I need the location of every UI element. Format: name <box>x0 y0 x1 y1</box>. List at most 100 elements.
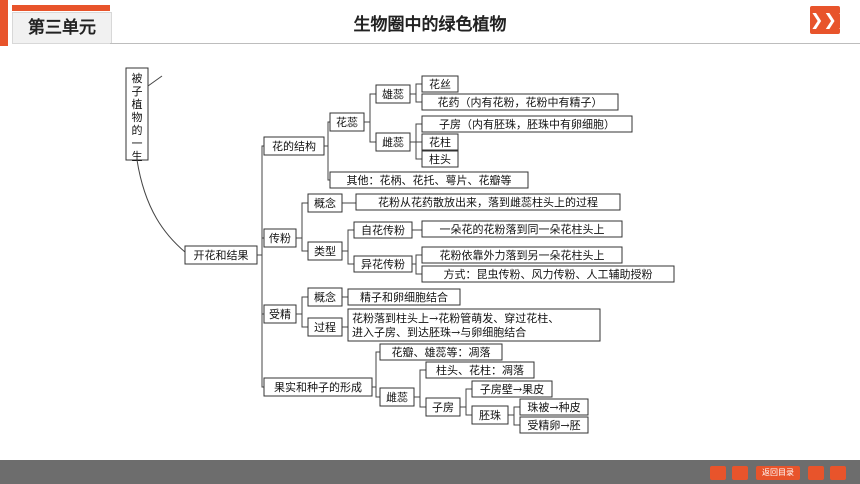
link-pistil-stigma <box>415 142 422 160</box>
side-note-tick <box>147 75 163 87</box>
node-self-poll-text-label: 一朵花的花粉落到同一朵花柱头上 <box>440 222 605 236</box>
node-cross-poll-way-label: 方式：昆虫传粉、风力传粉、人工辅助授粉 <box>444 267 653 281</box>
node-fertilization-label: 受精 <box>269 308 291 321</box>
node-filament-label: 花丝 <box>429 78 451 91</box>
link-structure-core <box>324 121 330 147</box>
link-type-self <box>342 229 354 252</box>
node-ovary-note-label: 子房（内有胚珠，胚珠中有卵细胞） <box>439 117 615 131</box>
link-type-cross <box>347 251 354 265</box>
node-fruit-seed-label: 果实和种子的形成 <box>274 380 362 394</box>
node-self-poll-text <box>421 220 623 238</box>
node-others <box>329 171 529 189</box>
node-fs-ovary-label: 子房 <box>432 401 454 414</box>
node-ovary-wall <box>471 380 553 398</box>
node-flower-structure-label: 花的结构 <box>272 139 316 153</box>
side-note-char: 子 <box>132 85 143 98</box>
link-ovary-ovule <box>465 407 472 416</box>
link-ovary-wall <box>460 388 472 408</box>
accent-bar <box>0 0 8 46</box>
node-fert-process-text <box>347 308 601 342</box>
node-fert-concept-text-label: 精子和卵细胞结合 <box>360 290 448 304</box>
node-fert-process-line1: 花粉落到柱头上→花粉管萌发、穿过花柱、 <box>352 311 559 325</box>
node-integument <box>519 398 589 416</box>
link-root-pollination <box>261 237 264 255</box>
link-core-pistil <box>369 122 376 143</box>
node-root-label: 开花和结果 <box>194 249 249 262</box>
node-self-poll-label: 自花传粉 <box>361 224 405 237</box>
node-cross-poll-way <box>421 265 675 283</box>
link-stamen-anther <box>415 94 422 103</box>
back-to-toc-button[interactable]: 返回目录 <box>756 466 800 480</box>
node-wither1 <box>379 343 503 361</box>
side-note-text: 被子植物的一生 <box>132 72 143 163</box>
top-bar <box>0 0 860 46</box>
node-pollination-label: 传粉 <box>269 232 291 245</box>
node-fert-process-label: 过程 <box>314 321 336 334</box>
link-stamen-filament <box>410 83 422 95</box>
link-pistil-ovary2 <box>419 397 426 408</box>
link-structure-others <box>327 146 330 181</box>
link-fruit-wither <box>372 351 380 388</box>
node-pistil-label: 雌蕊 <box>382 135 404 149</box>
side-note-char: 一 <box>132 137 143 150</box>
prev-page-button[interactable] <box>732 466 748 480</box>
node-integument-label: 珠被→种皮 <box>527 400 580 414</box>
link-poll-concept <box>296 202 308 239</box>
node-fert-concept-text <box>347 288 461 306</box>
last-page-button[interactable] <box>830 466 846 480</box>
node-fert-process-line2: 进入子房、到达胚珠→与卵细胞结合 <box>352 325 526 339</box>
node-fs-pistil-label: 雌蕊 <box>386 390 408 404</box>
node-filament <box>421 75 459 93</box>
node-others-label: 其他：花柄、花托、萼片、花瓣等 <box>347 173 512 187</box>
node-ovule-label: 胚珠 <box>479 408 501 422</box>
node-cross-poll-text <box>421 246 623 264</box>
unit-tab: 第三单元 <box>12 5 112 44</box>
node-cross-poll-label: 异花传粉 <box>361 258 405 271</box>
node-anther-label: 花药（内有花粉，花粉中有精子） <box>438 95 603 109</box>
side-note-box: 被子植物的一生 <box>125 67 149 163</box>
next-page-button[interactable] <box>808 466 824 480</box>
node-stigma-label: 柱头 <box>429 152 451 166</box>
mindmap-diagram: 被子植物的一生 开花和结果 花的结构 花蕊 雄蕊 花丝 花药（内有花粉，花粉中有… <box>125 67 675 434</box>
link-core-stamen <box>364 93 376 123</box>
node-stigma <box>421 150 459 168</box>
node-wither2 <box>425 361 535 379</box>
node-fert-concept-label: 概念 <box>314 290 336 304</box>
node-poll-concept-text <box>355 193 621 211</box>
side-note-char: 的 <box>132 123 143 137</box>
link-cross-text <box>412 254 422 265</box>
link-fert-concept <box>296 296 308 315</box>
footer-bar <box>0 460 860 484</box>
link-ovule-integument <box>508 406 520 416</box>
node-poll-concept-text-label: 花粉从花药散放出来，落到雌蕊柱头上的过程 <box>378 195 598 209</box>
node-ovary-wall-label: 子房壁→果皮 <box>480 382 544 396</box>
node-flower-core-label: 花蕊 <box>336 116 358 129</box>
node-poll-type-label: 类型 <box>314 244 336 258</box>
link-pistil-wither <box>414 369 426 398</box>
link-poll-type <box>301 238 308 252</box>
node-ovary-note <box>421 115 633 133</box>
node-wither1-label: 花瓣、雄蕊等：凋落 <box>392 345 491 359</box>
node-anther <box>421 93 619 111</box>
link-cross-way <box>415 264 422 275</box>
link-root-structure <box>257 145 264 256</box>
side-note-char: 生 <box>132 149 143 163</box>
node-poll-concept-label: 概念 <box>314 196 336 210</box>
first-page-button[interactable] <box>710 466 726 480</box>
header-divider <box>110 43 860 44</box>
side-note-char: 物 <box>132 110 143 124</box>
link-fruit-pistil <box>375 387 380 398</box>
link-fert-process <box>301 314 308 328</box>
node-style-label: 花柱 <box>429 135 451 149</box>
node-style <box>421 133 459 151</box>
link-pistil-ovary <box>410 123 422 143</box>
link-ovule-zygote <box>513 415 520 426</box>
side-note-char: 被 <box>132 72 143 85</box>
side-note-link <box>136 159 186 253</box>
page-title: 生物圈中的绿色植物 <box>353 15 507 35</box>
node-zygote-label: 受精卵→胚 <box>527 419 580 432</box>
node-wither2-label: 柱头、花柱：凋落 <box>436 363 524 377</box>
node-zygote <box>519 416 589 434</box>
node-stamen-label: 雄蕊 <box>382 87 404 101</box>
side-note-char: 植 <box>132 97 143 111</box>
